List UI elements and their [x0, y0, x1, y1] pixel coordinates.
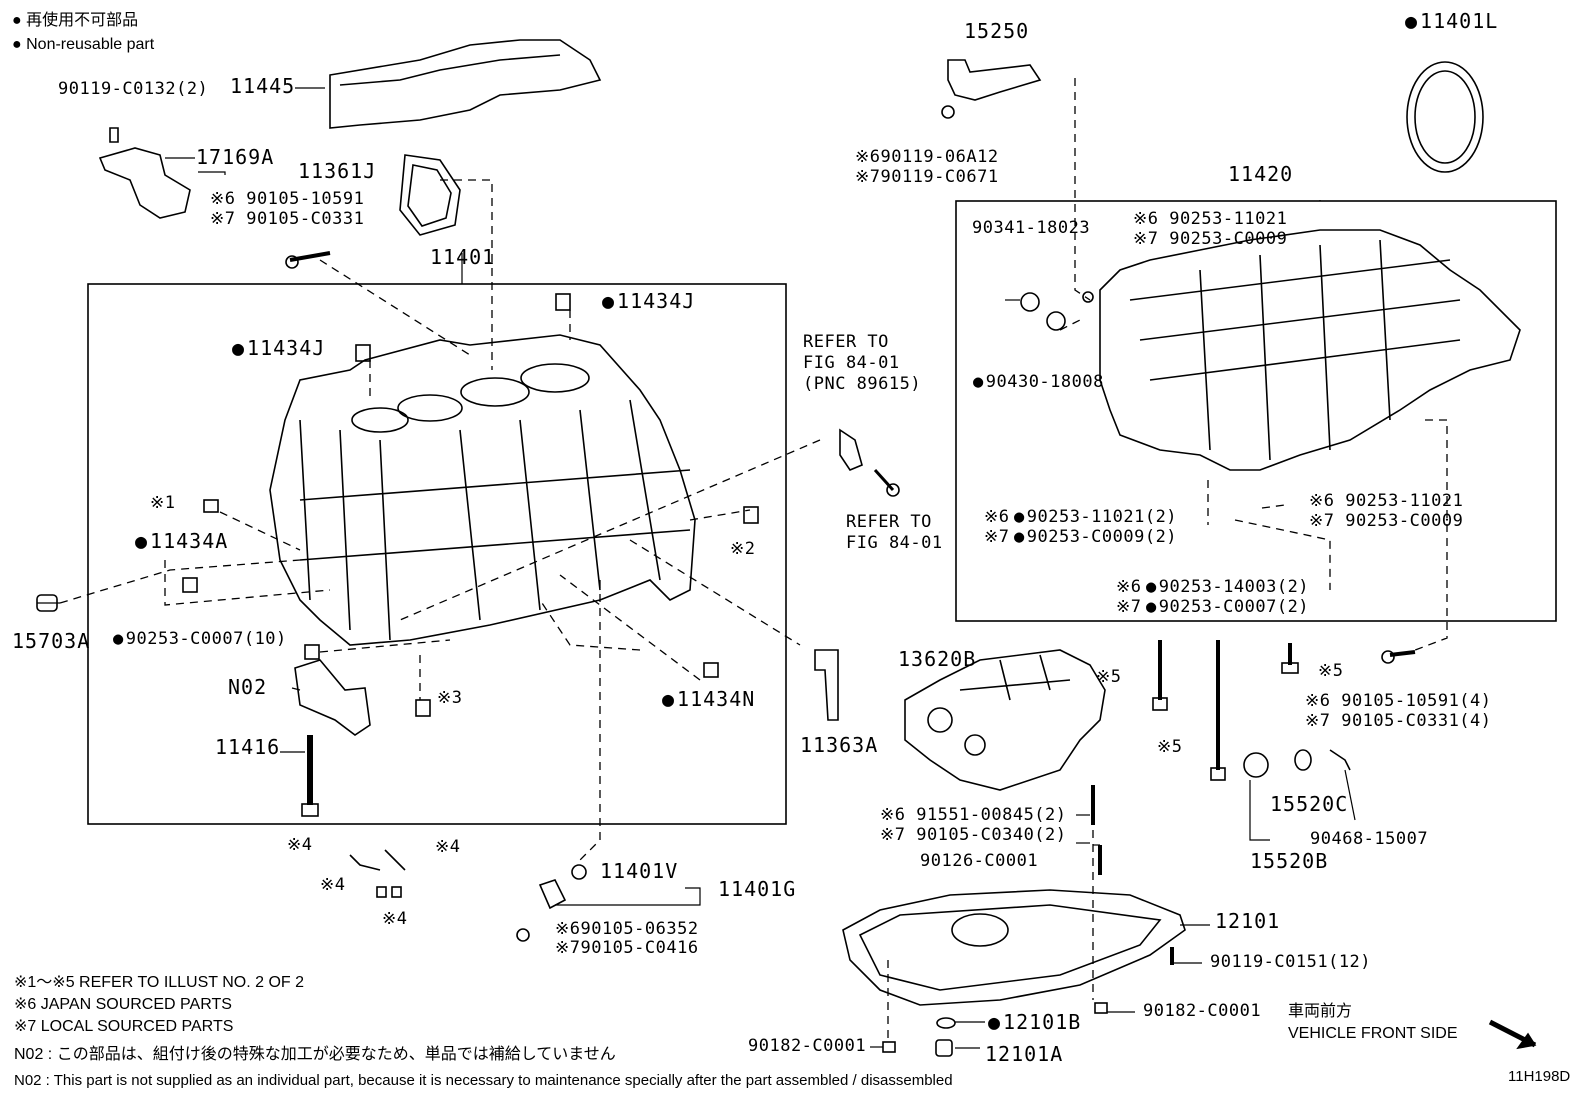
cylinder-block-group-box	[87, 283, 787, 825]
label-90119-c0671[interactable]: ※790119-C0671	[855, 167, 999, 187]
tube-11363a-shape	[814, 649, 839, 721]
label-11416[interactable]: 11416	[215, 735, 281, 759]
label-90253-11021-a[interactable]: ※6 90253-11021	[1133, 209, 1288, 229]
label-90126-c0001[interactable]: 90126-C0001	[920, 851, 1039, 871]
label-90253-11021-2[interactable]: 90253-11021(2)	[1014, 508, 1177, 526]
note-ref-4d: ※4	[382, 909, 408, 929]
label-90105-c0331[interactable]: ※7 90105-C0331	[210, 209, 365, 229]
legend-jp: ● 再使用不可部品	[12, 12, 139, 29]
refer-a-line3: (PNC 89615)	[803, 374, 922, 394]
label-11445[interactable]: 11445	[230, 74, 296, 98]
footnote-2: ※6 JAPAN SOURCED PARTS	[14, 996, 232, 1013]
note-ref-3: ※3	[437, 688, 463, 708]
label-90105-06352[interactable]: ※690105-06352	[555, 919, 699, 939]
label-90105-10591[interactable]: ※6 90105-10591	[210, 189, 365, 209]
note-ref-4c: ※4	[320, 875, 346, 895]
label-13620b[interactable]: 13620B	[898, 647, 977, 671]
label-11401l[interactable]: 11401L	[1405, 11, 1498, 31]
bracket-17169a-shape	[98, 147, 191, 219]
label-90119-c0132[interactable]: 90119-C0132(2)	[58, 79, 209, 99]
label-90182-c0001-right[interactable]: 90182-C0001	[1143, 1001, 1262, 1021]
label-15520b[interactable]: 15520B	[1250, 849, 1329, 873]
vehicle-front-jp: 車両前方	[1288, 1003, 1353, 1020]
label-90105-c0331-4[interactable]: ※7 90105-C0331(4)	[1305, 711, 1492, 731]
bearing-cap-n02-shape	[294, 659, 371, 736]
note-ref-5c: ※5	[1157, 737, 1183, 757]
label-11401[interactable]: 11401	[430, 245, 496, 269]
refer-a-line2[interactable]: FIG 84-01	[803, 353, 900, 373]
label-11363a[interactable]: 11363A	[800, 733, 879, 757]
label-90253-c0009-b[interactable]: ※7 90253-C0009	[1309, 511, 1464, 531]
footnote-1: ※1～※5 REFER TO ILLUST NO. 2 OF 2	[14, 974, 305, 991]
note-ref-6b: ※6	[1116, 577, 1142, 597]
note-ref-2: ※2	[730, 539, 756, 559]
label-90253-c0009-2[interactable]: 90253-C0009(2)	[1014, 528, 1177, 546]
label-12101b[interactable]: 12101B	[988, 1012, 1081, 1032]
label-90430-18008[interactable]: 90430-18008	[973, 373, 1104, 391]
label-90253-c0007-10[interactable]: 90253-C0007(10)	[113, 630, 287, 648]
note-ref-7: ※7	[984, 527, 1010, 547]
diagram-id: 11H198D	[1508, 1068, 1571, 1085]
label-17169a[interactable]: 17169A	[196, 145, 275, 169]
label-n02[interactable]: N02	[228, 675, 268, 699]
legend-en: ● Non-reusable part	[12, 36, 155, 53]
footnote-4: N02 : この部品は、組付け後の特殊な加工が必要なため、単品では補給していませ…	[14, 1046, 616, 1063]
label-90468-15007[interactable]: 90468-15007	[1310, 829, 1429, 849]
note-ref-6: ※6	[984, 507, 1010, 527]
refer-a-line1: REFER TO	[803, 332, 889, 352]
label-12101a[interactable]: 12101A	[985, 1042, 1064, 1066]
ocv-15250-shape	[947, 59, 1042, 101]
label-90119-06a12[interactable]: ※690119-06A12	[855, 147, 999, 167]
refer-b-line2[interactable]: FIG 84-01	[846, 533, 943, 553]
gasket-11361j-shape	[399, 154, 461, 236]
note-ref-4b: ※4	[435, 837, 461, 857]
oil-pump-13620b-shape	[904, 649, 1106, 791]
label-90253-c0009-a[interactable]: ※7 90253-C0009	[1133, 229, 1288, 249]
refer-b-line1: REFER TO	[846, 512, 932, 532]
label-12101[interactable]: 12101	[1215, 909, 1281, 933]
label-11420[interactable]: 11420	[1228, 162, 1294, 186]
label-11401g[interactable]: 11401G	[718, 877, 797, 901]
vehicle-front-en: VEHICLE FRONT SIDE	[1288, 1025, 1458, 1042]
label-91551-00845[interactable]: ※6 91551-00845(2)	[880, 805, 1067, 825]
label-11434j-left[interactable]: 11434J	[232, 338, 325, 358]
label-90105-c0416[interactable]: ※790105-C0416	[555, 938, 699, 958]
oil-pan-upper-group-box	[955, 200, 1557, 622]
label-11361j[interactable]: 11361J	[298, 159, 377, 183]
note-ref-4a: ※4	[287, 835, 313, 855]
label-90341-18023[interactable]: 90341-18023	[972, 218, 1091, 238]
label-90105-10591-4[interactable]: ※6 90105-10591(4)	[1305, 691, 1492, 711]
oil-seal-11401l-shape	[1406, 61, 1484, 173]
label-15703a[interactable]: 15703A	[12, 629, 91, 653]
label-90253-11021-b[interactable]: ※6 90253-11021	[1309, 491, 1464, 511]
note-ref-1: ※1	[150, 493, 176, 513]
label-11434a[interactable]: 11434A	[135, 531, 228, 551]
oil-pan-upper-11420-shape	[1099, 229, 1521, 471]
footnote-5: N02 : This part is not supplied as an in…	[14, 1072, 953, 1089]
label-90253-c0007-2[interactable]: 90253-C0007(2)	[1146, 598, 1309, 616]
cover-11445-shape	[329, 39, 602, 129]
label-90182-c0001-left[interactable]: 90182-C0001	[748, 1036, 867, 1056]
label-15520c[interactable]: 15520C	[1270, 792, 1349, 816]
label-11434n[interactable]: 11434N	[662, 689, 755, 709]
note-ref-5a: ※5	[1096, 667, 1122, 687]
cylinder-block-shape	[269, 334, 696, 646]
note-ref-7b: ※7	[1116, 597, 1142, 617]
label-90119-c0151[interactable]: 90119-C0151(12)	[1210, 952, 1372, 972]
label-11434j-top[interactable]: 11434J	[602, 291, 695, 311]
label-90105-c0340[interactable]: ※7 90105-C0340(2)	[880, 825, 1067, 845]
footnote-3: ※7 LOCAL SOURCED PARTS	[14, 1018, 234, 1035]
note-ref-5b: ※5	[1318, 661, 1344, 681]
oil-pan-12101-shape	[842, 889, 1186, 1006]
label-11401v[interactable]: 11401V	[600, 859, 679, 883]
label-90253-14003-2[interactable]: 90253-14003(2)	[1146, 578, 1309, 596]
label-15250[interactable]: 15250	[964, 19, 1030, 43]
